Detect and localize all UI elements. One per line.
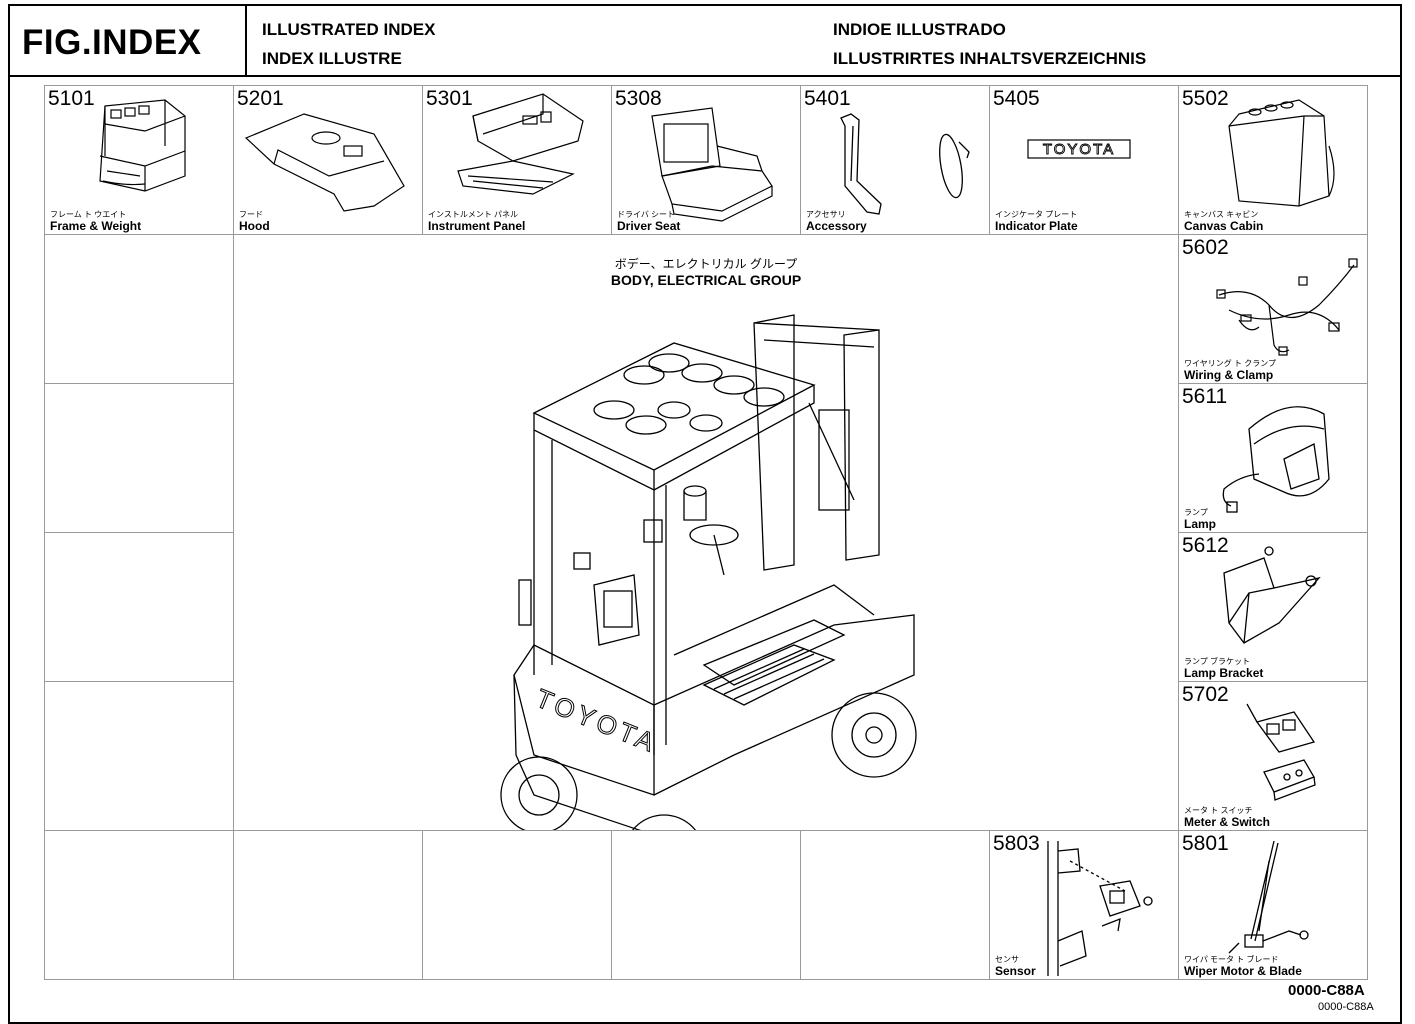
part-code: 5803: [993, 832, 1040, 855]
index-cell-5502[interactable]: 5502 キャンバス キャビン Canvas Cabin: [1178, 85, 1368, 235]
index-cell-5101[interactable]: 5101 フレーム ト ウエイト Frame & Weight: [44, 85, 234, 235]
hood-icon: [244, 113, 405, 212]
empty-cell: [44, 681, 234, 831]
empty-cell: [422, 830, 612, 980]
part-name-jp: インストルメント パネル: [428, 210, 519, 219]
figure-code-small: 0000-C88A: [1318, 1001, 1374, 1013]
counterweight-toyota-text: TOYOTA: [532, 683, 662, 759]
part-name-jp: ランプ: [1184, 508, 1208, 517]
empty-cell: [44, 830, 234, 980]
empty-cell: [44, 234, 234, 384]
part-name-jp: フード: [239, 210, 263, 219]
part-name-jp: ランプ ブラケット: [1184, 657, 1250, 666]
index-cell-5201[interactable]: 5201 フード Hood: [233, 85, 423, 235]
part-name-en[interactable]: Sensor: [995, 964, 1036, 978]
cabin-frame-icon: [99, 99, 186, 192]
meter-switch-icon: [1246, 703, 1316, 801]
index-cell-5405[interactable]: TOYOTA 5405 インジケータ プレート Indicator Plate: [989, 85, 1179, 235]
lamp-bracket-icon: [1223, 546, 1321, 644]
instrument-panel-icon: [457, 93, 584, 195]
part-code: 5602: [1182, 236, 1229, 259]
title-fr: INDEX ILLUSTRE: [262, 49, 402, 68]
part-name-jp: フレーム ト ウエイト: [50, 210, 127, 219]
part-code: 5201: [237, 87, 284, 110]
part-name-jp: メータ ト スイッチ: [1184, 806, 1253, 815]
plate-text: TOYOTA: [1043, 141, 1115, 158]
title-en: ILLUSTRATED INDEX: [262, 20, 436, 39]
part-name-jp: アクセサリ: [806, 210, 846, 219]
part-name-jp: センサ: [995, 955, 1019, 964]
index-cell-5801[interactable]: 5801 ワイパ モータ ト ブレード Wiper Motor & Blade: [1178, 830, 1368, 980]
part-name-en[interactable]: Driver Seat: [617, 219, 681, 233]
toyota-plate-icon: TOYOTA: [1027, 139, 1131, 159]
part-name-en[interactable]: Canvas Cabin: [1184, 219, 1264, 233]
part-code: 5301: [426, 87, 473, 110]
index-cell-5803[interactable]: 5803 センサ Sensor: [989, 830, 1179, 980]
empty-cell: [44, 532, 234, 682]
part-name-jp: ワイヤリング ト クランプ: [1184, 359, 1276, 368]
part-code: 5405: [993, 87, 1040, 110]
title-de: ILLUSTRIRTES INHALTSVERZEICHNIS: [833, 49, 1147, 68]
seat-icon: [651, 107, 773, 222]
part-code: 5702: [1182, 683, 1229, 706]
part-name-en[interactable]: Accessory: [806, 219, 867, 233]
part-name-jp: ワイパ モータ ト ブレード: [1184, 955, 1279, 964]
index-cell-5301[interactable]: 5301 インストルメント パネル Instrument Panel: [422, 85, 612, 235]
wiper-icon: [1228, 840, 1309, 954]
empty-cell: [233, 830, 423, 980]
part-code: 5801: [1182, 832, 1229, 855]
fig-title: FIG.INDEX: [22, 23, 202, 62]
empty-cell: [800, 830, 990, 980]
figure-code: 0000-C88A: [1288, 982, 1365, 999]
empty-cell: [611, 830, 801, 980]
empty-cell: [44, 383, 234, 533]
part-name-jp: キャンバス キャビン: [1184, 210, 1259, 219]
center-title-en: BODY, ELECTRICAL GROUP: [610, 272, 802, 288]
index-cell-5612[interactable]: 5612 ランプ ブラケット Lamp Bracket: [1178, 532, 1368, 682]
index-cell-5602[interactable]: 5602 ワイヤリング ト クランプ Wiring & Clamp: [1178, 234, 1368, 384]
sensor-icon: [1047, 841, 1153, 976]
header-divider: [245, 6, 247, 77]
title-es: INDIOE ILLUSTRADO: [833, 20, 1006, 39]
part-name-en[interactable]: Meter & Switch: [1184, 815, 1271, 829]
part-name-en[interactable]: Hood: [239, 219, 270, 233]
part-code: 5612: [1182, 534, 1229, 557]
index-cell-5611[interactable]: 5611 ランプ Lamp: [1178, 383, 1368, 533]
part-name-en[interactable]: Wiring & Clamp: [1184, 368, 1274, 382]
part-name-en[interactable]: Frame & Weight: [50, 219, 142, 233]
part-name-en[interactable]: Lamp Bracket: [1184, 666, 1264, 680]
part-code: 5401: [804, 87, 851, 110]
part-code: 5101: [48, 87, 95, 110]
part-name-en[interactable]: Instrument Panel: [428, 219, 526, 233]
canvas-cabin-icon: [1228, 99, 1335, 207]
mirror-icon: [840, 113, 970, 215]
header: FIG.INDEX ILLUSTRATED INDEX INDEX ILLUST…: [8, 4, 1402, 77]
center-title-jp: ボデー、エレクトリカル グループ: [614, 257, 798, 271]
part-name-jp: インジケータ プレート: [995, 210, 1078, 219]
wiring-icon: [1216, 258, 1358, 356]
part-name-en[interactable]: Lamp: [1184, 517, 1217, 531]
part-name-jp: ドライバ シート: [617, 210, 676, 219]
center-panel: ボデー、エレクトリカル グループ BODY, ELECTRICAL GROUP: [233, 234, 1179, 832]
index-cell-5702[interactable]: 5702 メータ ト スイッチ Meter & Switch: [1178, 681, 1368, 831]
lamp-icon: [1222, 406, 1330, 513]
part-code: 5611: [1182, 385, 1228, 408]
part-code: 5502: [1182, 87, 1229, 110]
index-cell-5308[interactable]: 5308 ドライバ シート Driver Seat: [611, 85, 801, 235]
part-name-en[interactable]: Wiper Motor & Blade: [1184, 964, 1302, 978]
part-name-en[interactable]: Indicator Plate: [995, 219, 1078, 233]
forklift-icon: TOYOTA: [500, 314, 917, 832]
part-code: 5308: [615, 87, 662, 110]
index-cell-5401[interactable]: 5401 アクセサリ Accessory: [800, 85, 990, 235]
